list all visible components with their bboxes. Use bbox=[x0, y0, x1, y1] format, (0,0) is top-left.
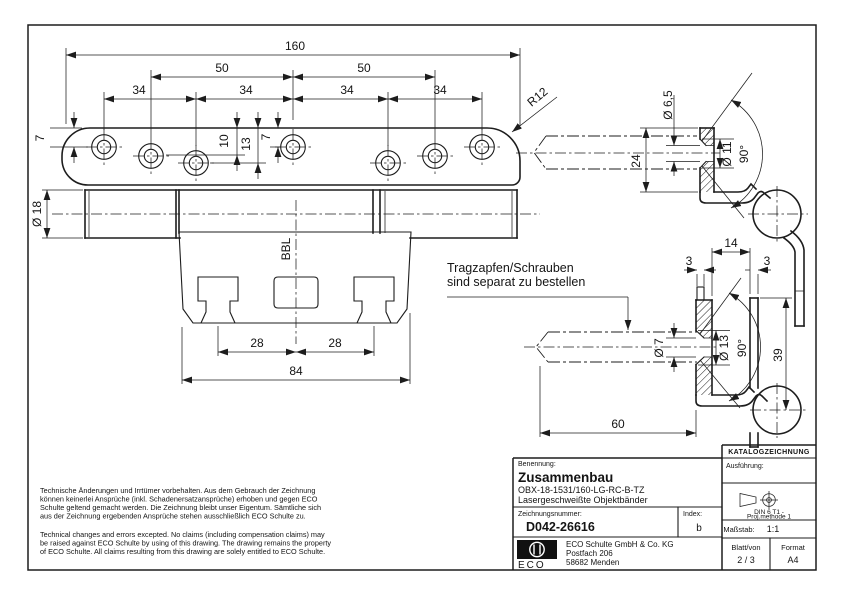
projection-symbol-icon bbox=[739, 491, 778, 509]
drawing-number: D042-26616 bbox=[526, 520, 595, 534]
zeichnungsnummer-label: Zeichnungsnummer: bbox=[518, 511, 582, 518]
disclaimer-en-1: Technical changes and errors excepted. N… bbox=[40, 530, 325, 539]
dim-10: 10 bbox=[217, 134, 231, 148]
katalog-label: KATALOGZEICHNUNG bbox=[728, 449, 810, 456]
dim-60: 60 bbox=[611, 417, 625, 431]
company-line-3: 58682 Menden bbox=[566, 558, 619, 567]
disclaimer-en-2: be raised against ECO Schulte by using o… bbox=[40, 539, 331, 548]
index-value: b bbox=[696, 523, 702, 534]
format-label: Format bbox=[781, 543, 806, 552]
pin-bottom-phantom bbox=[535, 331, 697, 363]
dim-90-top: 90° bbox=[737, 145, 751, 163]
bracket-bottom-section bbox=[695, 286, 769, 407]
hole-1 bbox=[86, 129, 122, 165]
front-view-dimensions: 160 50 50 34 34 34 34 7 bbox=[30, 39, 558, 384]
eco-logo-text: ECO bbox=[518, 560, 546, 571]
dim-dia-6-5: Ø 6,5 bbox=[661, 90, 675, 120]
dim-34-3: 34 bbox=[340, 83, 354, 97]
label-bbl: BBL bbox=[279, 237, 293, 260]
textured-plate bbox=[178, 231, 412, 324]
dim-dia-18: Ø 18 bbox=[30, 201, 44, 227]
note-line-2: sind separat zu bestellen bbox=[447, 275, 585, 289]
dim-24: 24 bbox=[629, 154, 643, 168]
top-detail-dimensions: 24 Ø 6,5 Ø 11 90° bbox=[629, 72, 763, 219]
ausfuehrung-label: Ausführung: bbox=[726, 463, 764, 470]
strap-top bbox=[782, 229, 805, 327]
dim-28-right: 28 bbox=[328, 336, 342, 350]
company-line-1: ECO Schulte GmbH & Co. KG bbox=[566, 540, 674, 549]
blatt-value: 2 / 3 bbox=[737, 555, 755, 565]
dim-14: 14 bbox=[724, 236, 738, 250]
side-detail-bottom: 14 3 3 Ø 7 Ø 13 90° bbox=[524, 236, 806, 448]
blatt-label: Blatt/von bbox=[731, 543, 760, 552]
disclaimer: Technische Änderungen und Irrtümer vorbe… bbox=[40, 486, 331, 556]
dim-160: 160 bbox=[285, 39, 305, 53]
note-line-1: Tragzapfen/Schrauben bbox=[447, 261, 574, 275]
lower-leaf-plate: BBL bbox=[178, 200, 412, 344]
drawing-title: Zusammenbau bbox=[518, 470, 613, 485]
hinge-barrel bbox=[52, 189, 540, 239]
dim-13: 13 bbox=[239, 137, 253, 151]
dim-34-4: 34 bbox=[433, 83, 447, 97]
dim-3-left: 3 bbox=[686, 254, 693, 268]
frame-plate bbox=[749, 297, 759, 448]
dim-r12: R12 bbox=[524, 84, 550, 109]
format-value: A4 bbox=[787, 555, 798, 565]
hinge-leaf-outline bbox=[61, 127, 521, 186]
disclaimer-de-2: können keinerlei Ansprüche (inkl. Schade… bbox=[40, 495, 318, 504]
dim-dia-7: Ø 7 bbox=[652, 338, 666, 358]
dim-3-right: 3 bbox=[764, 254, 771, 268]
hole-2 bbox=[133, 138, 169, 174]
hole-6 bbox=[417, 138, 453, 174]
projection-label-2: Proj.methode 1 bbox=[747, 514, 791, 521]
dim-34-1: 34 bbox=[132, 83, 146, 97]
eco-logo: ECO bbox=[517, 540, 557, 571]
front-view: BBL 160 50 50 34 34 34 34 bbox=[30, 39, 558, 384]
projection-label-1: DIN 6 T1 - bbox=[754, 509, 784, 516]
massstab-value: 1:1 bbox=[767, 524, 780, 534]
disclaimer-de-3: Schulte geltend gemacht werden. Die Zeic… bbox=[40, 503, 321, 512]
disclaimer-en-3: of ECO Schulte. All claims resulting fro… bbox=[40, 547, 325, 556]
disclaimer-de-1: Technische Änderungen und Irrtümer vorbe… bbox=[40, 486, 315, 495]
dim-50-right: 50 bbox=[357, 61, 371, 75]
order-note: Tragzapfen/Schrauben sind separat zu bes… bbox=[447, 261, 632, 330]
hole-5 bbox=[370, 145, 406, 181]
massstab-label: Maßstab: bbox=[723, 525, 754, 534]
company-line-2: Postfach 206 bbox=[566, 549, 613, 558]
dim-dia-13: Ø 13 bbox=[717, 335, 731, 361]
hole-7 bbox=[464, 129, 500, 165]
bottom-detail-dimensions: 14 3 3 Ø 7 Ø 13 90° bbox=[539, 236, 792, 437]
title-block: Benennung: Zusammenbau OBX-18-1531/160-L… bbox=[512, 444, 817, 571]
drawing-subtitle-2: Lasergeschweißte Objektbänder bbox=[518, 495, 648, 505]
dim-39: 39 bbox=[771, 348, 785, 362]
dim-84: 84 bbox=[289, 364, 303, 378]
hole-3 bbox=[178, 145, 214, 181]
dim-7-left: 7 bbox=[33, 134, 47, 141]
dim-50-left: 50 bbox=[215, 61, 229, 75]
dim-7-center: 7 bbox=[259, 133, 273, 140]
pin-top-phantom bbox=[533, 135, 697, 170]
drawing-frame bbox=[27, 24, 817, 571]
dim-dia-11: Ø 11 bbox=[720, 141, 734, 166]
drawing-subtitle-1: OBX-18-1531/160-LG-RC-B-TZ bbox=[518, 485, 645, 495]
side-detail-top: 24 Ø 6,5 Ø 11 90° bbox=[516, 72, 808, 327]
dim-28-left: 28 bbox=[250, 336, 264, 350]
index-label: Index: bbox=[683, 511, 702, 518]
dim-90-bottom: 90° bbox=[735, 339, 749, 357]
benennung-label: Benennung: bbox=[518, 461, 556, 468]
disclaimer-de-4: aus der Zeichnung ergebenden Ansprüche s… bbox=[40, 512, 306, 521]
leaf-holes bbox=[86, 129, 500, 181]
dim-34-2: 34 bbox=[239, 83, 253, 97]
